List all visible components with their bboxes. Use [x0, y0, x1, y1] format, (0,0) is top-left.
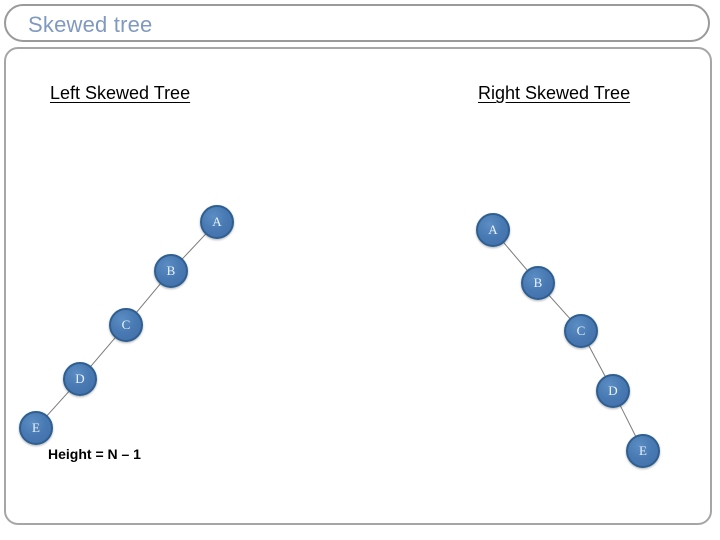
right-skewed-tree-heading: Right Skewed Tree: [478, 83, 631, 103]
tree-node-b: B: [521, 266, 555, 300]
tree-edge-c-d: [89, 336, 117, 368]
tree-node-e: E: [19, 411, 53, 445]
slide-title: Skewed tree: [28, 12, 153, 37]
tree-edge-b-c: [135, 282, 162, 314]
tree-edge-d-e: [619, 405, 637, 437]
tree-node-a: A: [200, 205, 234, 239]
tree-node-d: D: [63, 362, 97, 396]
tree-edge-d-e: [46, 390, 70, 417]
height-formula-label: Height = N – 1: [48, 446, 141, 462]
tree-edge-c-d: [588, 344, 606, 378]
tree-node-c: C: [109, 308, 143, 342]
tree-node-c: C: [564, 314, 598, 348]
slide-title-bar: Skewed tree: [4, 4, 710, 42]
left-skewed-tree-heading: Left Skewed Tree: [50, 83, 191, 103]
tree-edge-a-b: [181, 233, 207, 260]
tree-node-b: B: [154, 254, 188, 288]
tree-edge-a-b: [502, 241, 529, 272]
tree-node-d: D: [596, 374, 630, 408]
tree-edge-b-c: [548, 294, 571, 320]
tree-node-e: E: [626, 434, 660, 468]
tree-node-a: A: [476, 213, 510, 247]
